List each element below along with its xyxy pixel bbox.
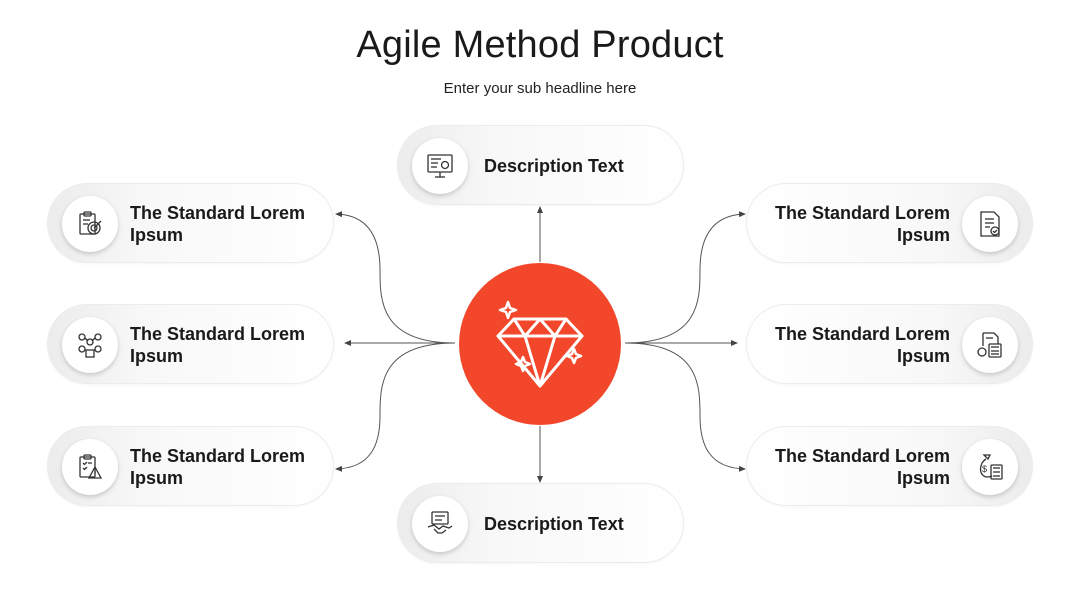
team-network-icon xyxy=(62,317,118,373)
node-top: Description Text xyxy=(397,125,684,205)
node-bottom-label: Description Text xyxy=(484,514,624,534)
checklist-warning-icon xyxy=(62,439,118,495)
node-left-3: The Standard Lorem Ipsum xyxy=(47,426,334,506)
hub-circle xyxy=(459,263,621,425)
document-check-icon xyxy=(962,196,1018,252)
connector-left-3 xyxy=(335,342,456,472)
node-right-2-label: The Standard Lorem Ipsum xyxy=(774,324,950,366)
node-left-1-label: The Standard Lorem Ipsum xyxy=(130,203,306,245)
money-bag-calculator-icon: $ xyxy=(962,439,1018,495)
clipboard-target-icon xyxy=(62,196,118,252)
node-left-3-label: The Standard Lorem Ipsum xyxy=(130,446,306,488)
node-right-3: $ The Standard Lorem Ipsum xyxy=(746,426,1033,506)
node-right-1-label: The Standard Lorem Ipsum xyxy=(774,203,950,245)
node-left-1: The Standard Lorem Ipsum xyxy=(47,183,334,263)
calculator-report-icon xyxy=(962,317,1018,373)
node-bottom: Description Text xyxy=(397,483,684,563)
handshake-document-icon xyxy=(412,496,468,552)
node-right-3-label: The Standard Lorem Ipsum xyxy=(774,446,950,488)
page-subtitle: Enter your sub headline here xyxy=(443,80,637,97)
connector-right-3 xyxy=(624,342,746,472)
node-left-2: The Standard Lorem Ipsum xyxy=(47,304,334,384)
node-right-1: The Standard Lorem Ipsum xyxy=(746,183,1033,263)
diamond-icon xyxy=(496,300,584,388)
node-right-2: The Standard Lorem Ipsum xyxy=(746,304,1033,384)
node-top-label: Description Text xyxy=(484,156,624,176)
page-title: Agile Method Product xyxy=(356,24,724,66)
project-board-icon xyxy=(412,138,468,194)
svg-text:$: $ xyxy=(982,464,987,474)
connector-left-1 xyxy=(335,211,456,344)
node-left-2-label: The Standard Lorem Ipsum xyxy=(130,324,306,366)
connector-right-1 xyxy=(624,211,746,344)
